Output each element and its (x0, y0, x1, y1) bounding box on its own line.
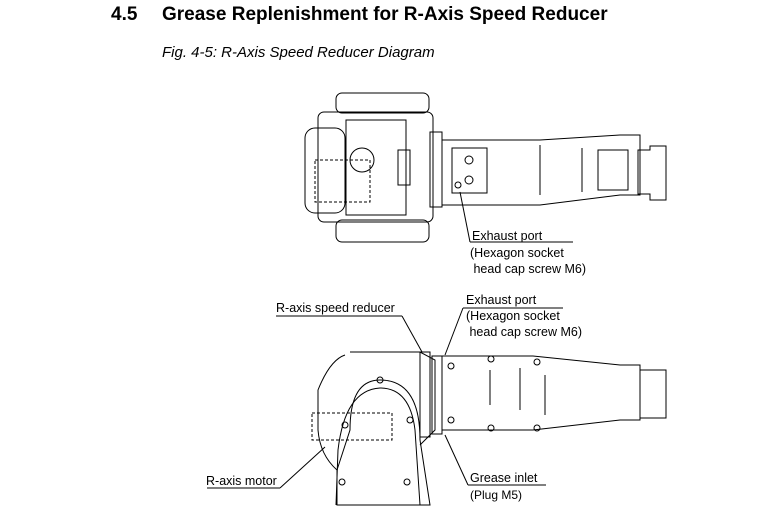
section-heading: 4.5 Grease Replenishment for R-Axis Speed… (111, 4, 608, 26)
grease-inlet-label: Grease inlet (470, 471, 538, 485)
section-number: 4.5 (111, 4, 138, 25)
top-exhaust-port-label: Exhaust port (472, 229, 543, 243)
r-axis-motor-label: R-axis motor (206, 474, 277, 488)
bottom-exhaust-port-detail-1: (Hexagon socket (466, 309, 560, 323)
bottom-exhaust-port-detail-2: head cap screw M6) (466, 325, 583, 339)
top-exhaust-port-detail-2: head cap screw M6) (470, 262, 587, 276)
r-axis-speed-reducer-label: R-axis speed reducer (276, 301, 395, 315)
top-view-drawing (304, 92, 667, 243)
side-view-drawing (207, 307, 667, 506)
section-title: Grease Replenishment for R-Axis Speed Re… (162, 4, 608, 25)
grease-inlet-detail: (Plug M5) (470, 488, 523, 502)
bottom-exhaust-port-label: Exhaust port (466, 293, 537, 307)
figure-caption: Fig. 4-5: R-Axis Speed Reducer Diagram (162, 44, 435, 61)
top-exhaust-port-detail-1: (Hexagon socket (470, 246, 564, 260)
